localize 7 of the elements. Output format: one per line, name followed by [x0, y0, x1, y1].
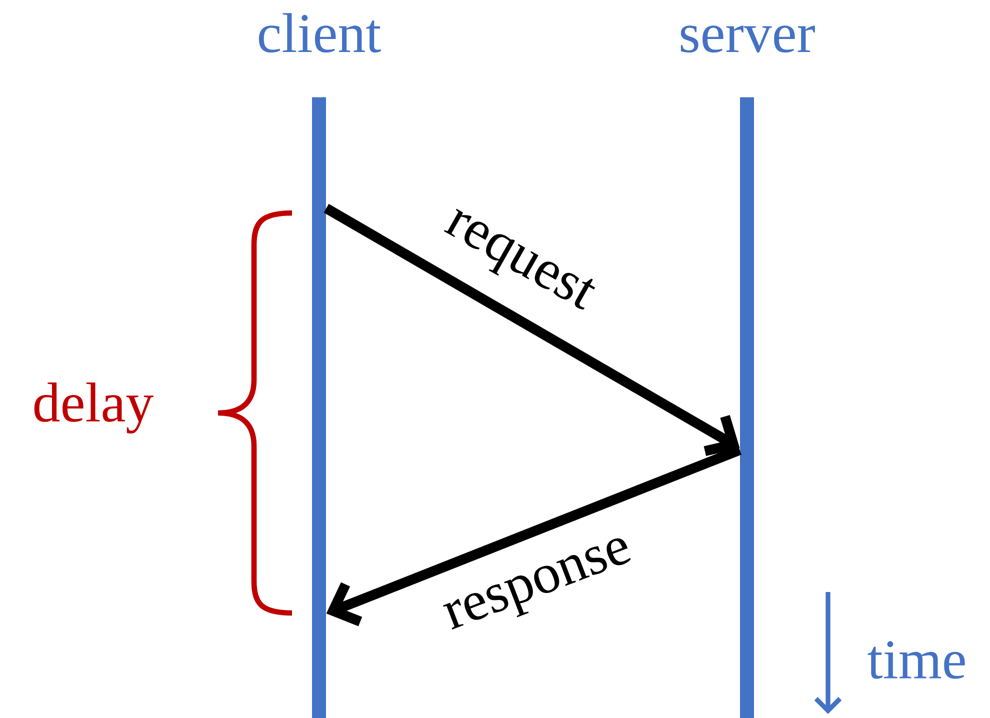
lifeline-title: client [258, 13, 381, 53]
arrow [324, 204, 740, 456]
note-label: delay [34, 382, 154, 434]
lifeline-title: server [680, 26, 815, 53]
arrow [326, 445, 742, 626]
note-label: time [868, 641, 965, 679]
edge-label: response [442, 538, 631, 630]
